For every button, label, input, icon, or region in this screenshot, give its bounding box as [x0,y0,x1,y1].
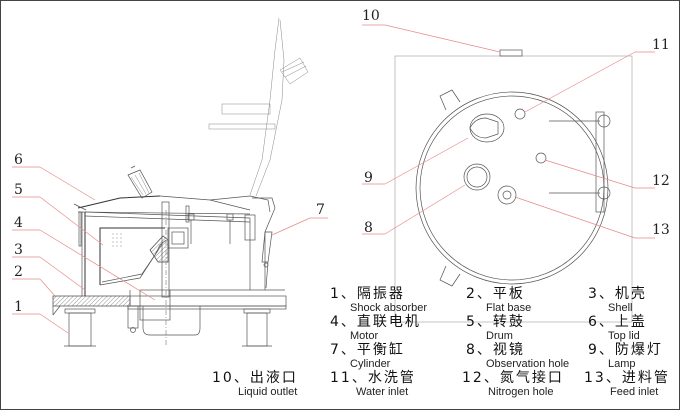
legend-item-8: 8、视镜 Observation hole [466,342,570,370]
callout-3: 3 [14,242,23,258]
legend-item-3: 3、机壳 Shell [588,286,647,314]
drum [99,227,169,286]
motor [127,201,201,345]
lid-rim-outer [415,91,609,285]
lid-handle-top [439,89,461,111]
balance-cylinder [244,197,276,290]
shock-absorber-left [64,308,96,347]
callout-10: 10 [362,8,380,24]
drum-perforation [112,233,122,247]
shell [81,211,285,296]
callout-4: 4 [14,215,23,231]
legend-item-5: 5、转鼓 Drum [466,314,525,342]
hinge [549,111,611,213]
callout-7: 7 [316,202,325,218]
callout-2: 2 [14,264,23,280]
liquid-outlet [499,49,523,57]
top-view [394,49,633,323]
legend-item-4: 4、直联电机 Motor [330,314,421,342]
legend-item-9: 9、防爆灯 Lamp [588,342,663,370]
callout-8: 8 [364,220,373,236]
callouts: 1 2 3 4 5 6 7 8 9 10 11 12 13 [12,8,670,334]
observation-hole [463,163,491,191]
opened-lid-phantom [208,17,309,197]
water-inlet [514,108,526,120]
legend-item-1: 1、隔振器 Shock absorber [330,286,428,314]
callout-5: 5 [14,182,23,198]
legend-item-12: 12、氮气接口 Nitrogen hole [462,370,564,398]
explosion-proof-lamp [127,165,153,199]
lid-rim-inner [419,95,605,281]
legend-item-10: 10、出液口 Liquid outlet [212,370,298,398]
legend-item-13: 13、进料管 Feed inlet [584,370,670,398]
nitrogen-port [535,152,547,164]
lamp-top-view [469,113,505,143]
callout-11: 11 [652,37,670,53]
legend-item-2: 2、平板 Flat base [466,286,532,314]
callout-12: 12 [652,173,670,189]
side-view [52,17,309,347]
callout-13: 13 [652,222,670,238]
lid-handle-bottom [439,265,461,287]
shock-absorber-right [242,308,272,347]
callout-1: 1 [14,299,23,315]
flat-base [52,295,287,316]
legend-item-11: 11、水洗管 Water inlet [330,370,416,398]
legend-item-6: 6、上盖 Top lid [588,314,647,342]
legend-item-7: 7、平衡缸 Cylinder [330,342,405,370]
callout-9: 9 [364,170,373,186]
callout-6: 6 [14,152,23,168]
feed-inlet [497,185,517,205]
